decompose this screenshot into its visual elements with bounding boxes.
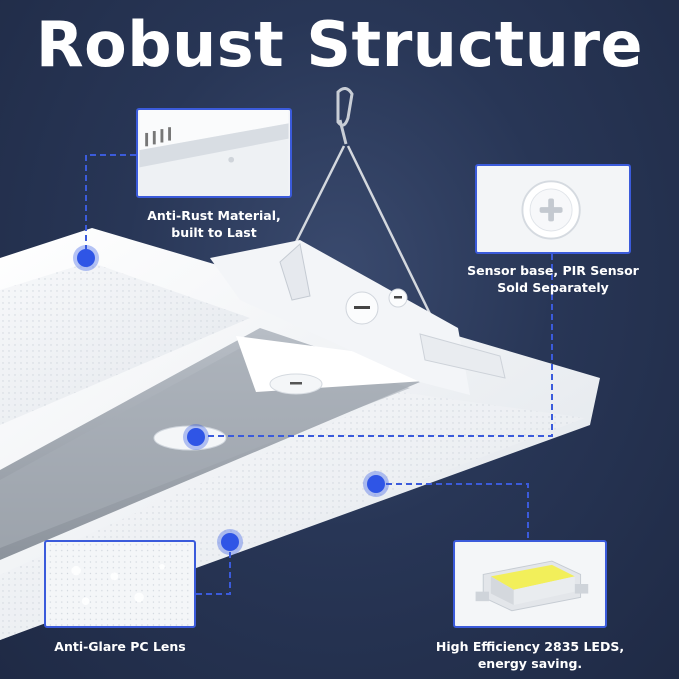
label-sensor: Sensor base, PIR Sensor Sold Separately bbox=[455, 262, 651, 296]
fixture-body bbox=[0, 228, 600, 640]
sensor-base-image bbox=[478, 166, 628, 252]
inset-led-chip-closeup bbox=[453, 540, 607, 628]
callout-dots bbox=[73, 245, 389, 555]
label-sensor-line2: Sold Separately bbox=[497, 280, 609, 295]
label-lens-line1: Anti-Glare PC Lens bbox=[54, 639, 186, 654]
label-leds: High Efficiency 2835 LEDS, energy saving… bbox=[430, 638, 630, 672]
label-anti-rust-line1: Anti-Rust Material, bbox=[147, 208, 281, 223]
housing-vents-image bbox=[139, 110, 289, 196]
inset-anti-rust-closeup bbox=[136, 108, 292, 198]
label-leds-line1: High Efficiency 2835 LEDS, bbox=[435, 639, 625, 654]
callout-connectors bbox=[85, 154, 553, 595]
page-title: Robust Structure bbox=[35, 8, 644, 81]
led-chip-image bbox=[456, 542, 604, 626]
label-leds-line2: energy saving. bbox=[477, 656, 583, 671]
inset-pc-lens-closeup bbox=[44, 540, 196, 628]
label-sensor-line1: Sensor base, PIR Sensor bbox=[467, 263, 639, 278]
pc-lens-image bbox=[47, 542, 193, 626]
label-anti-rust: Anti-Rust Material, built to Last bbox=[136, 207, 292, 241]
inset-sensor-base-closeup bbox=[475, 164, 631, 254]
label-lens: Anti-Glare PC Lens bbox=[40, 638, 200, 655]
hanging-hook bbox=[290, 87, 434, 319]
label-anti-rust-line2: built to Last bbox=[171, 225, 257, 240]
